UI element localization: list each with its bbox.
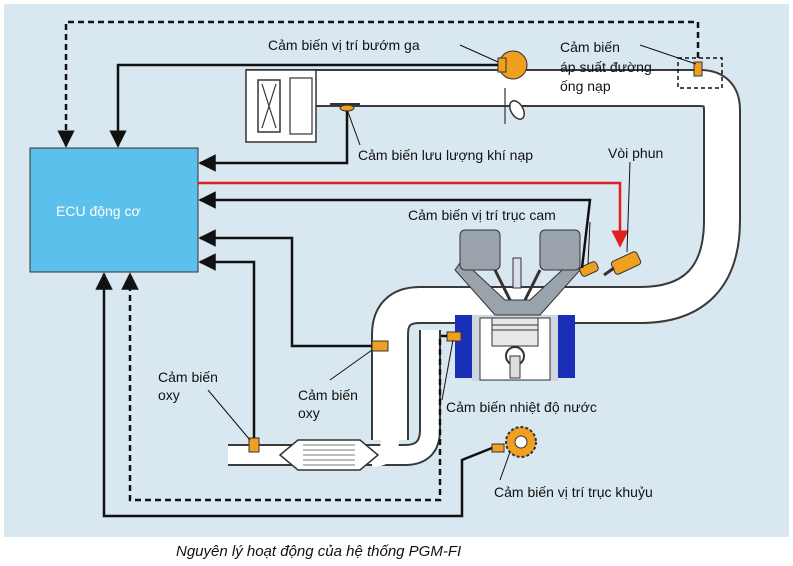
- engine: [454, 229, 581, 381]
- oxy-sensor-mid: [371, 340, 389, 352]
- ecu-label: ECU động cơ: [56, 203, 141, 219]
- diagram-labels: Cảm biến vị trí bướm ga Cảm biến áp suất…: [158, 37, 663, 500]
- intake-pipe: [246, 69, 741, 440]
- catalytic-converter: [278, 439, 380, 471]
- label-crank-sensor: Cảm biến vị trí trục khuỷu: [494, 484, 653, 500]
- map-sensor: [677, 57, 723, 89]
- air-filter: [245, 69, 317, 143]
- label-oxy-left-1: Cảm biến: [158, 369, 218, 385]
- label-throttle-sensor: Cảm biến vị trí bướm ga: [268, 37, 420, 53]
- ecu-box: [29, 147, 199, 273]
- label-oxy-mid-2: oxy: [298, 405, 320, 421]
- label-map-sensor-2: áp suất đường: [560, 59, 652, 75]
- cam-sensor: [579, 261, 599, 277]
- label-cam-sensor: Cảm biến vị trí trục cam: [408, 207, 556, 223]
- label-coolant-sensor: Cảm biến nhiệt độ nước: [446, 399, 597, 415]
- label-airflow-sensor: Cảm biến lưu lượng khí nạp: [358, 147, 533, 163]
- label-map-sensor-1: Cảm biến: [560, 39, 620, 55]
- label-oxy-left-2: oxy: [158, 387, 180, 403]
- throttle-valve: [504, 88, 525, 124]
- label-oxy-mid-1: Cảm biến: [298, 387, 358, 403]
- coolant-sensor: [446, 331, 462, 342]
- crankshaft-gear: [491, 426, 537, 458]
- label-map-sensor-3: ống nạp: [560, 78, 611, 94]
- airflow-sensor-element: [330, 103, 360, 112]
- oxy-sensor-left: [248, 437, 260, 453]
- leader-lines: [207, 44, 697, 481]
- figure-caption: Nguyên lý hoạt động của hệ thống PGM-FI: [176, 543, 462, 560]
- fuel-injector: [603, 251, 642, 277]
- throttle-position-sensor: [497, 50, 528, 80]
- injector-signal-line: [198, 181, 629, 248]
- label-injector: Vòi phun: [608, 145, 663, 161]
- signal-lines: [57, 20, 700, 518]
